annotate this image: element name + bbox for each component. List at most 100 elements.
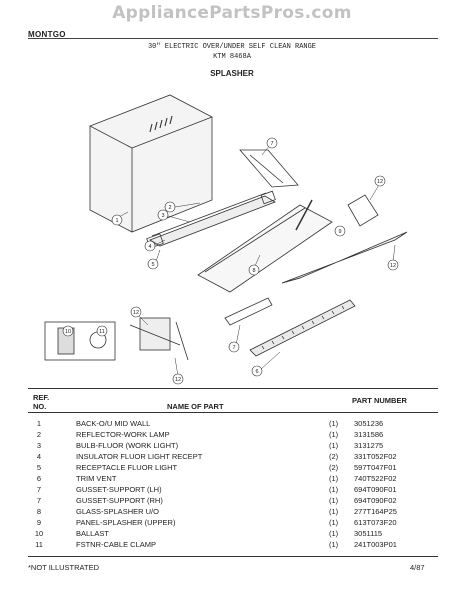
callout-label-8: 8 (252, 268, 255, 274)
part-name: RECEPTACLE FLUOR LIGHT (76, 463, 178, 472)
quantity: (1) (329, 540, 339, 549)
quantity: (1) (329, 496, 339, 505)
top-rule (28, 38, 438, 39)
quantity: (1) (329, 430, 339, 439)
callout-label-3: 3 (161, 213, 164, 219)
table-row: 10 BALLAST (1) 3051115 (28, 529, 438, 540)
callout-label-12c: 12 (390, 263, 396, 269)
quantity: (1) (329, 507, 339, 516)
part-number: 694T090F01 (354, 485, 397, 494)
part-number: 241T003P01 (354, 540, 397, 549)
model-description: 30" ELECTRIC OVER/UNDER SELF CLEAN RANGE (147, 43, 317, 51)
callout-label-12a: 12 (133, 310, 139, 316)
ref-no: 11 (35, 540, 43, 549)
part-number: 3051236 (354, 419, 384, 428)
table-row: 9 PANEL-SPLASHER (UPPER) (1) 613T073F20 (28, 518, 438, 529)
callout-label-12b: 12 (377, 179, 383, 185)
part-name: INSULATOR FLUOR LIGHT RECEPT (76, 452, 203, 461)
table-row: 6 TRIM VENT (1) 740T522F02 (28, 474, 438, 485)
part-name: PANEL-SPLASHER (UPPER) (76, 518, 176, 527)
table-bottom-rule (28, 556, 438, 557)
part-name: BACK-O/U MID WALL (76, 419, 151, 428)
callout-8 (248, 264, 260, 276)
table-row: 7 GUSSET-SUPPORT (RH) (1) 694T090F02 (28, 496, 438, 507)
watermark: AppliancePartsPros.com (112, 3, 352, 23)
quantity: (1) (329, 518, 339, 527)
header-name: NAME OF PART (167, 402, 224, 411)
quantity: (2) (329, 452, 339, 461)
ref-no: 1 (36, 419, 42, 428)
callout-label-13: 12 (175, 377, 181, 383)
callout-label-2: 2 (168, 205, 171, 211)
callout-11 (96, 325, 108, 337)
callout-6 (251, 365, 263, 377)
callout-label-1: 1 (115, 218, 118, 224)
callout-9 (334, 225, 346, 237)
ref-no: 9 (36, 518, 42, 527)
table-header-rule (28, 412, 438, 413)
ref-no: 4 (36, 452, 42, 461)
quantity: (1) (329, 529, 339, 538)
quantity: (2) (329, 463, 339, 472)
callout-7b (228, 341, 240, 353)
callout-3 (157, 209, 169, 221)
callout-label-9: 9 (338, 229, 341, 235)
callout-12a (130, 306, 142, 318)
quantity: (1) (329, 485, 339, 494)
part-name: TRIM VENT (76, 474, 117, 483)
brand-name: MONTGO (28, 30, 66, 39)
callout-12b (374, 175, 386, 187)
callout-13 (172, 373, 184, 385)
ref-no: 7 (36, 485, 42, 494)
callout-2 (164, 201, 176, 213)
part-number: 597T047F01 (354, 463, 397, 472)
part-number: 277T164P25 (354, 507, 397, 516)
revision-date: 4/87 (410, 563, 425, 572)
callout-4 (144, 240, 156, 252)
callout-7a (266, 137, 278, 149)
ref-no: 8 (36, 507, 42, 516)
callout-label-5: 5 (151, 262, 154, 268)
table-row: 8 GLASS-SPLASHER U/O (1) 277T164P25 (28, 507, 438, 518)
callout-5 (147, 258, 159, 270)
part-number: 3131586 (354, 430, 384, 439)
callout-label-6: 6 (255, 369, 258, 375)
model-number: KTM 8468A (213, 53, 251, 61)
part-number: 3131275 (354, 441, 384, 450)
table-row: 5 RECEPTACLE FLUOR LIGHT (2) 597T047F01 (28, 463, 438, 474)
callout-label-10: 10 (65, 329, 71, 335)
quantity: (1) (329, 474, 339, 483)
table-row: 7 GUSSET-SUPPORT (LH) (1) 694T090F01 (28, 485, 438, 496)
callout-label-11: 11 (99, 329, 105, 335)
part-name: GLASS-SPLASHER U/O (76, 507, 159, 516)
ref-no: 2 (36, 430, 42, 439)
ref-no: 7 (36, 496, 42, 505)
header-part-number: PART NUMBER (352, 396, 407, 405)
callout-label-4: 4 (148, 244, 151, 250)
table-row: 3 BULB-FLUOR (WORK LIGHT) (1) 3131275 (28, 441, 438, 452)
callout-1 (111, 214, 123, 226)
table-row: 1 BACK-O/U MID WALL (1) 3051236 (28, 419, 438, 430)
quantity: (1) (329, 441, 339, 450)
ref-no: 5 (36, 463, 42, 472)
table-row: 2 REFLECTOR-WORK LAMP (1) 3131586 (28, 430, 438, 441)
callout-12c (387, 259, 399, 271)
part-number: 3051115 (354, 529, 383, 538)
footnote-not-illustrated: *NOT ILLUSTRATED (28, 563, 99, 572)
part-name: GUSSET-SUPPORT (RH) (76, 496, 163, 505)
table-top-rule (28, 388, 438, 389)
part-name: BULB-FLUOR (WORK LIGHT) (76, 441, 179, 450)
ref-no: 6 (36, 474, 42, 483)
part-name: REFLECTOR-WORK LAMP (76, 430, 170, 439)
part-name: BALLAST (76, 529, 109, 538)
part-number: 613T073F20 (354, 518, 397, 527)
part-number: 694T090F02 (354, 496, 397, 505)
callout-label-7a: 7 (270, 141, 273, 147)
part-number: 740T522F02 (354, 474, 397, 483)
quantity: (1) (329, 419, 339, 428)
section-title: SPLASHER (210, 69, 254, 78)
exploded-parts-diagram: 1 2 3 4 5 6 7 7 8 9 10 11 12 12 12 12 (44, 94, 408, 385)
header-ref-1: REF. (33, 393, 50, 402)
part-name: GUSSET-SUPPORT (LH) (76, 485, 162, 494)
part-name: FSTNR-CABLE CLAMP (76, 540, 157, 549)
